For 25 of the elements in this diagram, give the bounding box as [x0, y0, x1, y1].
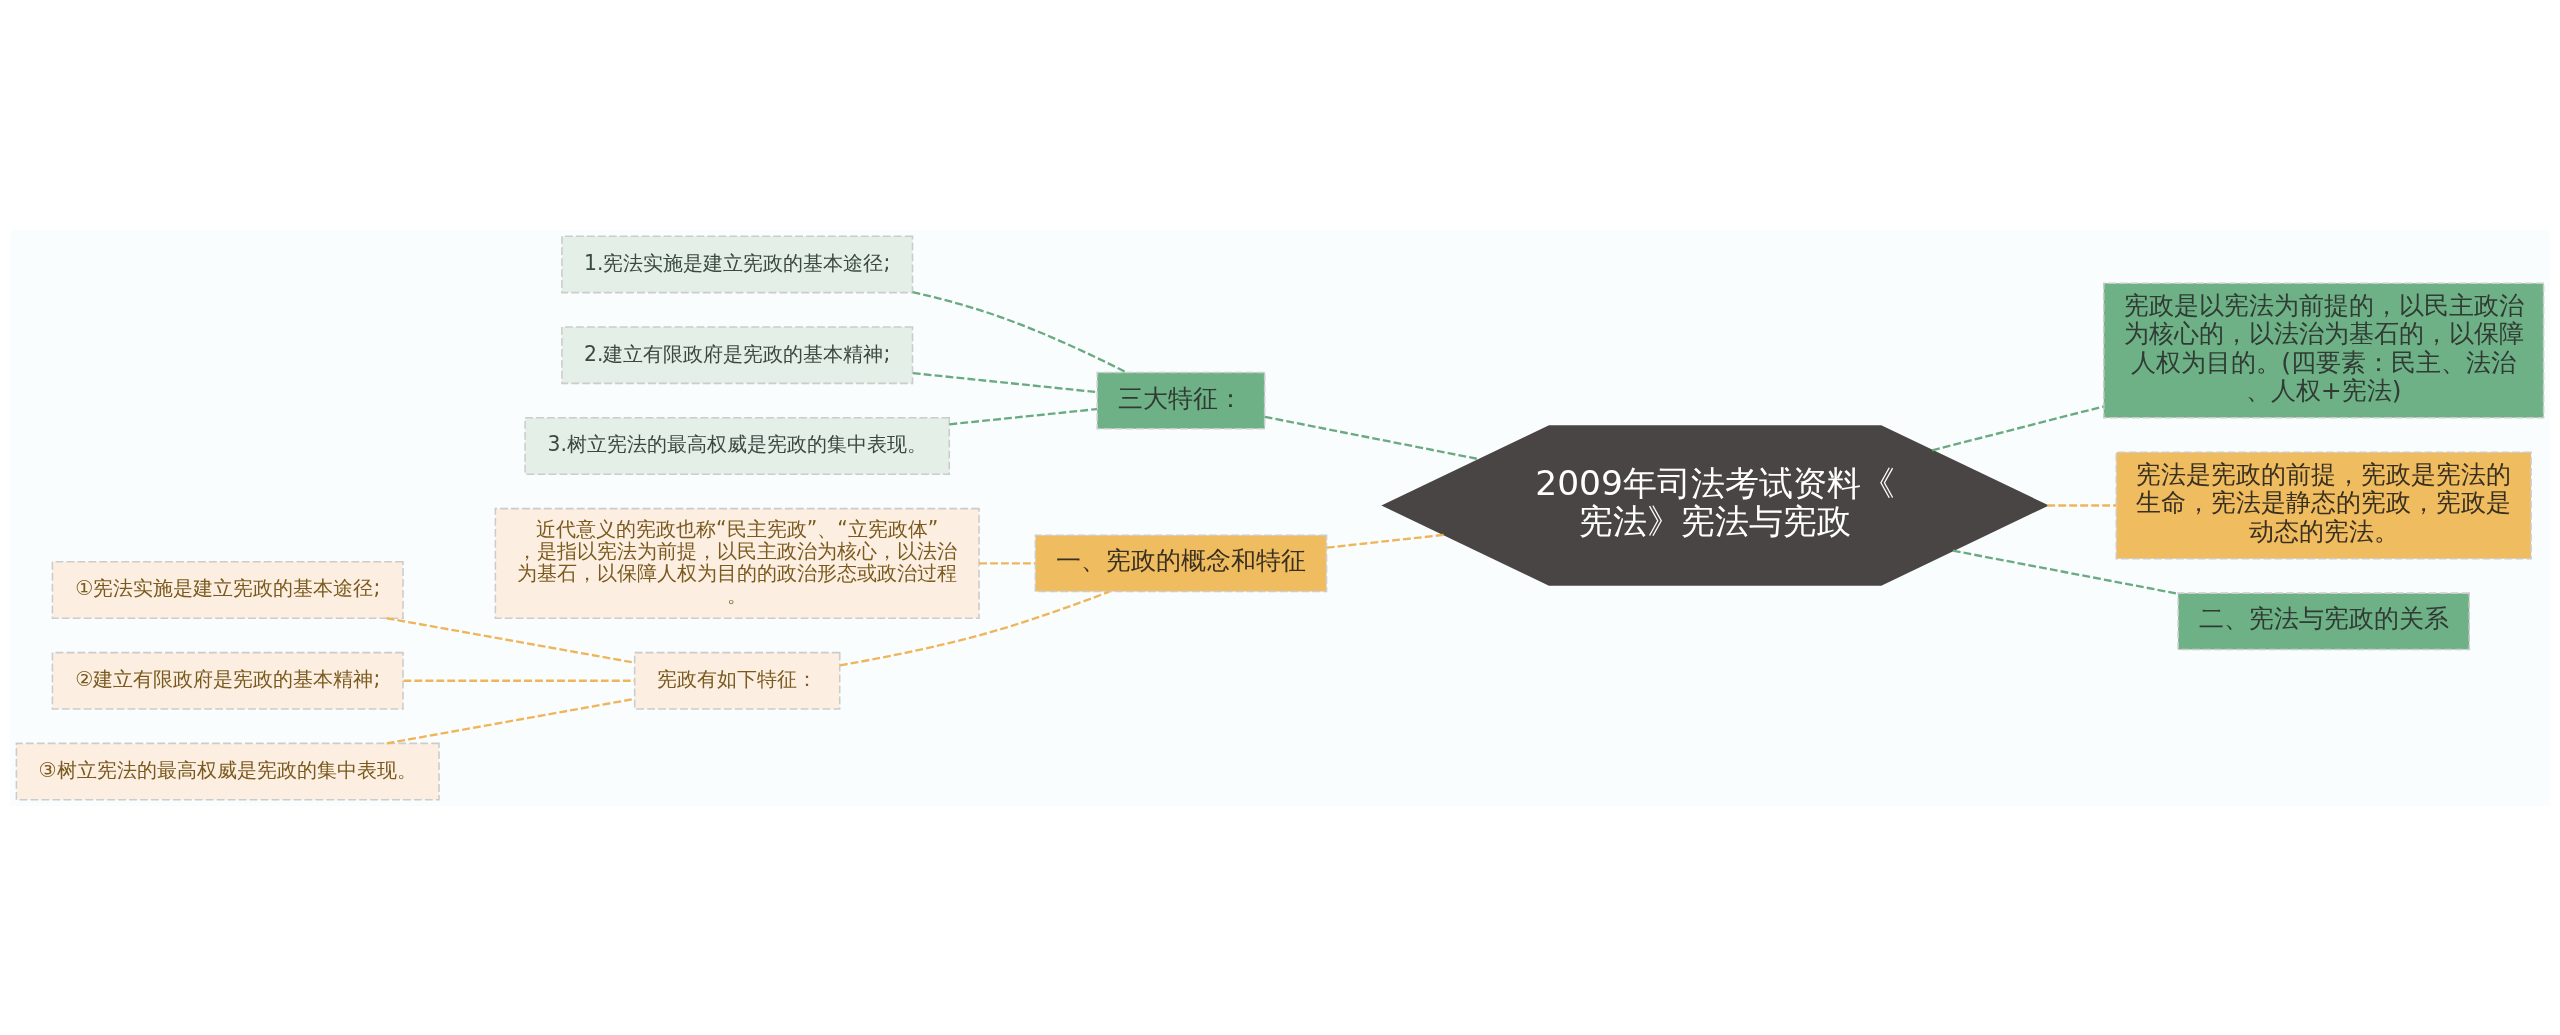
connector	[979, 561, 1036, 565]
connector	[386, 616, 635, 664]
node-box: 1.宪法实施是建立宪政的基本途径;	[561, 234, 914, 293]
node-box: 二、宪法与宪政的关系	[2177, 591, 2471, 650]
node-box: 近代意义的宪政也称“民主宪政”、“立宪政体”，是指以宪法为前提，以民主政治为核心，以法治为基石，以保障人权为目的的政治形态或政治过程。	[494, 507, 980, 619]
node-box: 3.树立宪法的最高权威是宪政的集中表现。	[524, 416, 951, 475]
connector	[2047, 503, 2117, 507]
node-box: ①宪法实施是建立宪政的基本途径;	[51, 560, 404, 619]
node-box: ②建立有限政府是宪政的基本精神;	[51, 651, 404, 710]
connector	[949, 407, 1098, 425]
connector	[839, 590, 1110, 666]
node-box: 2.建立有限政府是宪政的基本精神;	[561, 325, 914, 384]
connector	[386, 697, 635, 744]
connector	[1931, 404, 2104, 451]
connector	[1952, 549, 2179, 595]
connector	[912, 290, 1127, 373]
node-box: 宪法是宪政的前提，宪政是宪法的生命，宪法是静态的宪政，宪政是动态的宪法。	[2115, 450, 2532, 559]
node-box: 宪政是以宪法为前提的，以民主政治为核心的，以法治为基石的，以保障人权为目的。(四要素：民主、法治、人权+宪法)	[2102, 281, 2545, 419]
node-box: 三大特征：	[1096, 371, 1266, 430]
connector	[1326, 533, 1445, 549]
node-box: 一、宪政的概念和特征	[1034, 533, 1328, 592]
connector	[1264, 415, 1480, 460]
node-box: ③树立宪法的最高权威是宪政的集中表现。	[15, 742, 440, 801]
node-box: 宪政有如下特征：	[633, 651, 841, 710]
connector	[912, 371, 1098, 393]
